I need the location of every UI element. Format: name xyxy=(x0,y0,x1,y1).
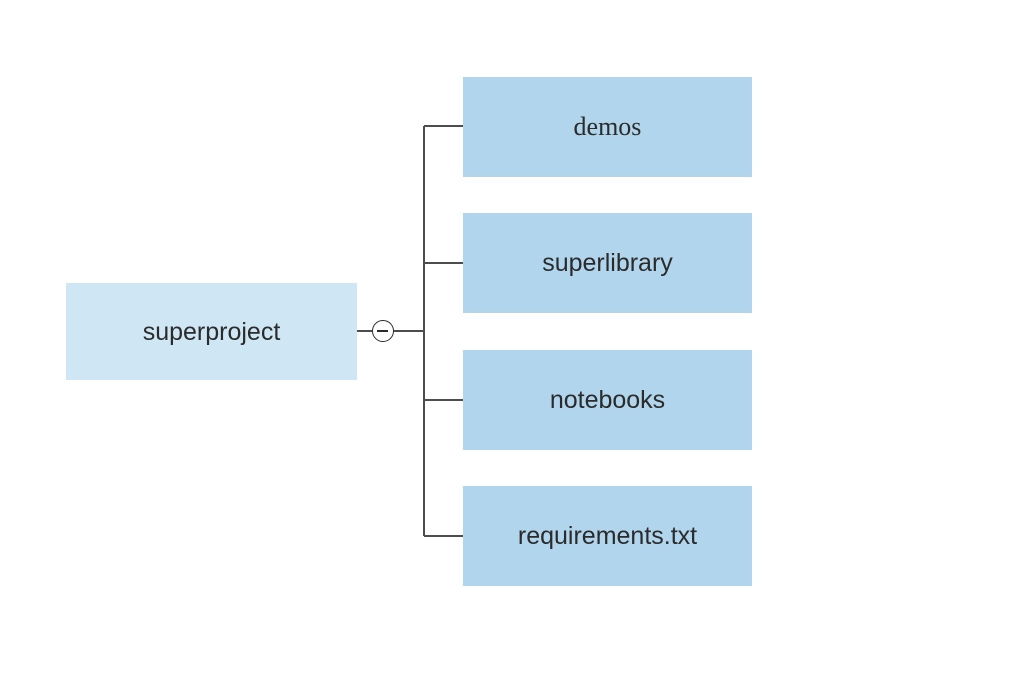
node-label-root: superproject xyxy=(142,317,281,346)
node-label-notebooks: notebooks xyxy=(549,386,666,414)
node-label-requirements-txt: requirements.txt xyxy=(517,522,698,550)
node-requirements-txt[interactable]: requirements.txt xyxy=(463,486,752,586)
node-superlibrary[interactable]: superlibrary xyxy=(463,213,752,313)
node-demos[interactable]: demos xyxy=(463,77,752,177)
node-label-demos: demos xyxy=(573,112,642,142)
node-superproject[interactable]: superproject xyxy=(66,283,357,380)
minus-circle-icon[interactable] xyxy=(372,320,394,342)
node-label-superlibrary: superlibrary xyxy=(542,249,673,277)
node-notebooks[interactable]: notebooks xyxy=(463,350,752,450)
